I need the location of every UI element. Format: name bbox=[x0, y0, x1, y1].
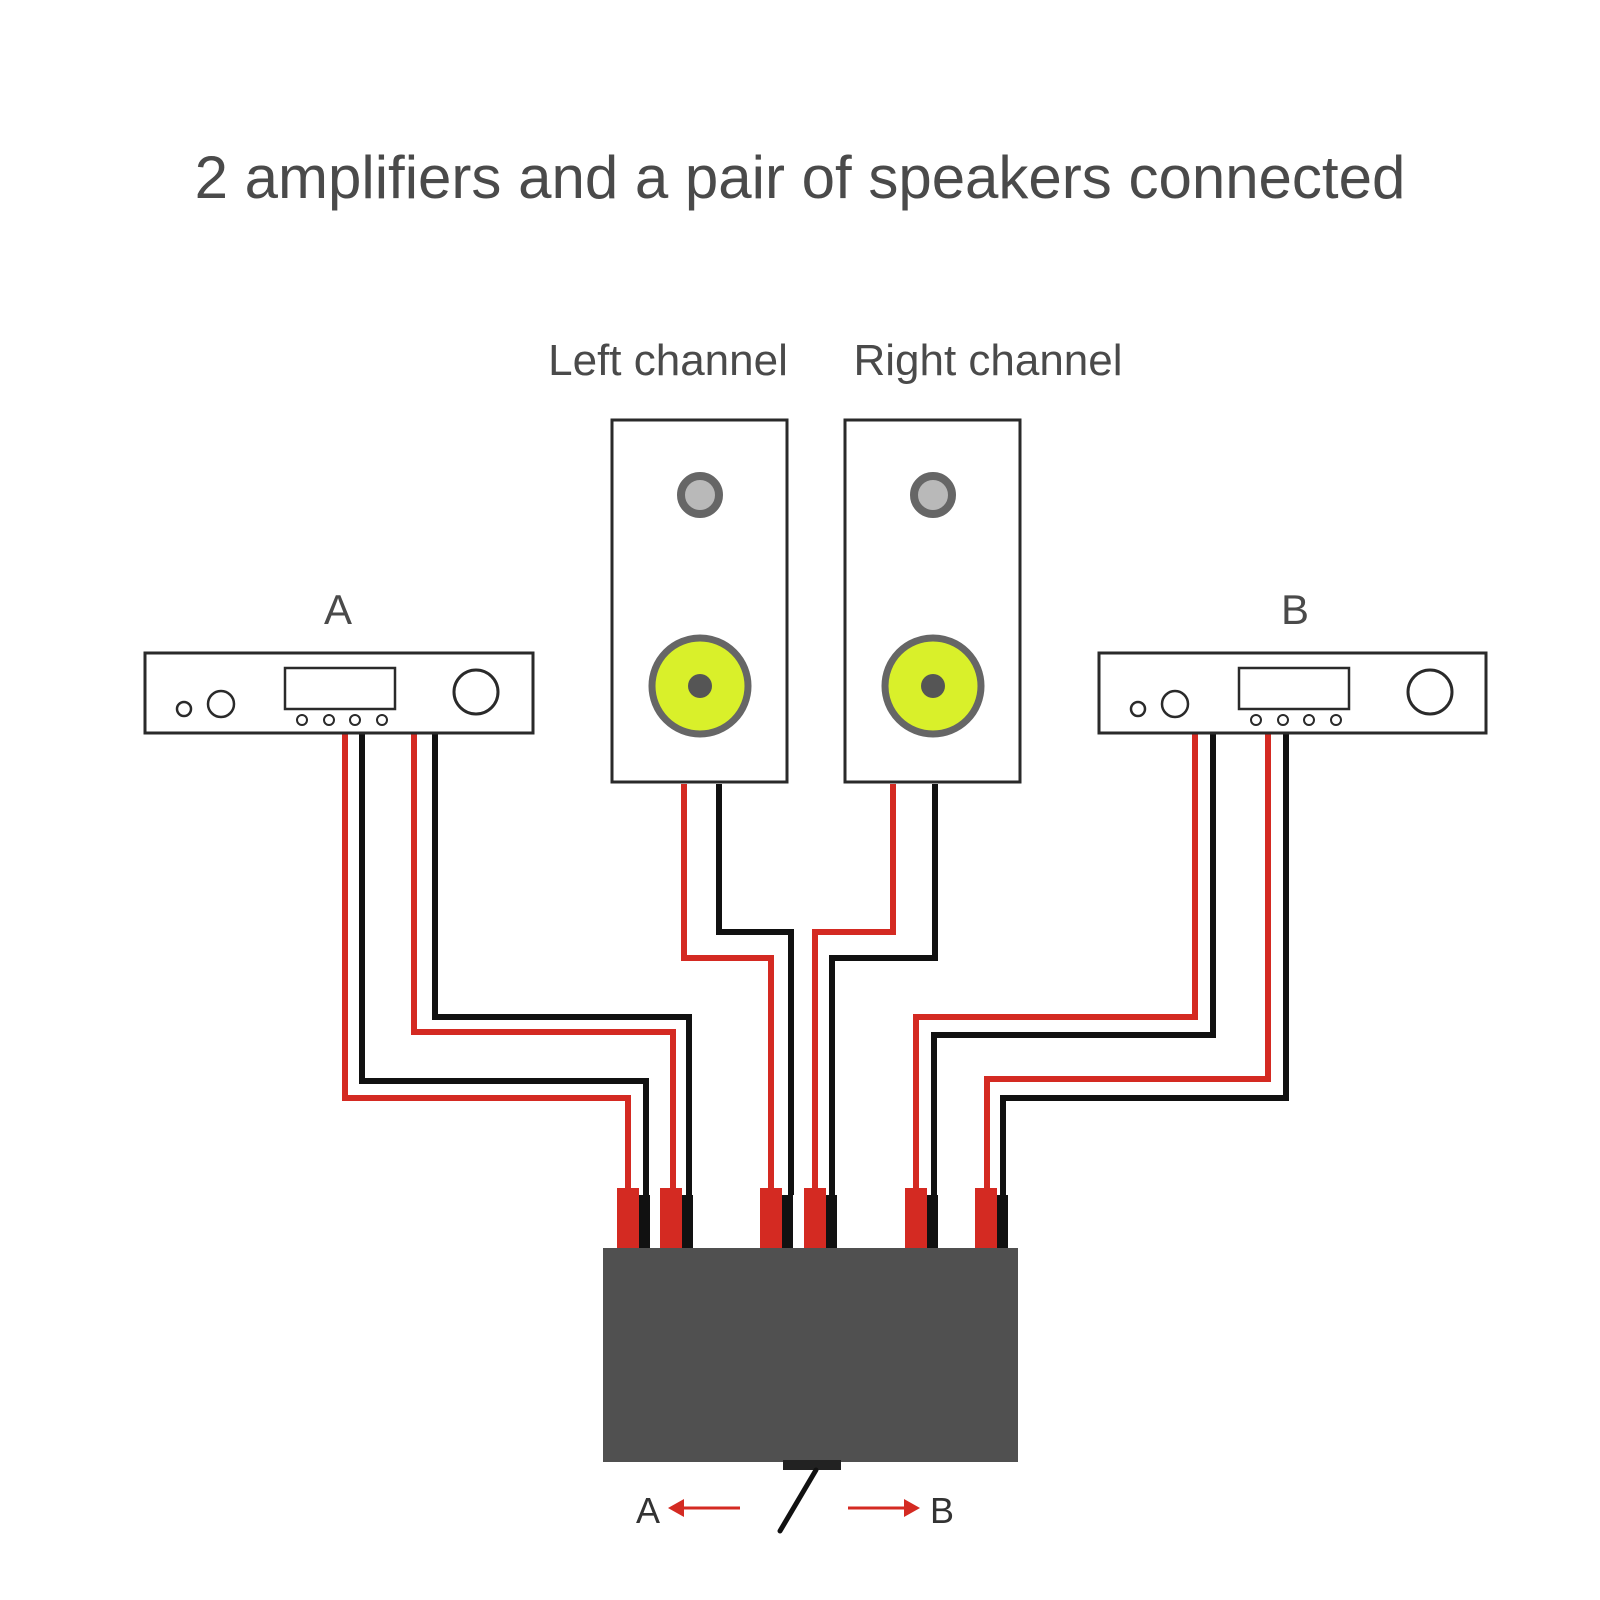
left-channel-label: Left channel bbox=[548, 336, 788, 385]
lever-handle bbox=[777, 1467, 819, 1534]
amplifier-b-button bbox=[1277, 714, 1289, 726]
amplifier-b-volume-knob bbox=[1406, 668, 1454, 716]
lever-base bbox=[783, 1460, 841, 1470]
left-speaker-tweeter bbox=[677, 472, 723, 518]
selector-switch-box bbox=[603, 1248, 1018, 1462]
amplifier-b-display bbox=[1237, 666, 1351, 711]
arrow-a-label: A bbox=[636, 1490, 660, 1531]
plug-positive bbox=[660, 1188, 682, 1250]
amplifier-a-button bbox=[323, 714, 335, 726]
plug-positive bbox=[760, 1188, 782, 1250]
amplifier-a-button bbox=[349, 714, 361, 726]
plug-negative bbox=[997, 1195, 1008, 1250]
plug-negative bbox=[682, 1195, 693, 1250]
selector-switch-lever bbox=[777, 1460, 841, 1534]
plug-negative bbox=[639, 1195, 650, 1250]
plug-negative bbox=[927, 1195, 938, 1250]
right-speaker-woofer-center bbox=[921, 674, 945, 698]
plug-positive bbox=[804, 1188, 826, 1250]
arrow-b-label: B bbox=[930, 1490, 954, 1531]
left-speaker bbox=[610, 418, 789, 784]
amplifier-a-knob bbox=[206, 689, 236, 719]
plug-positive bbox=[905, 1188, 927, 1250]
wire-amp-a-2-positive bbox=[411, 733, 676, 1195]
plug-positive bbox=[975, 1188, 997, 1250]
right-channel-label: Right channel bbox=[853, 336, 1122, 385]
amplifier-b-label: B bbox=[1281, 586, 1309, 633]
wire-amp-a-1-positive bbox=[342, 733, 631, 1195]
amplifier-b bbox=[1097, 651, 1488, 735]
amplifier-a-button bbox=[296, 714, 308, 726]
plug-positive bbox=[617, 1188, 639, 1250]
wire-amp-a-1-negative bbox=[359, 733, 649, 1195]
wire-amp-a-2-negative bbox=[432, 733, 692, 1195]
wire-right-speaker-positive bbox=[812, 784, 896, 1195]
wire-amp-b-2-negative bbox=[1000, 733, 1289, 1195]
amplifier-b-button bbox=[1250, 714, 1262, 726]
amplifier-b-knob bbox=[1160, 689, 1190, 719]
amplifier-b-button bbox=[1330, 714, 1342, 726]
wires bbox=[342, 733, 1289, 1195]
amplifier-a bbox=[143, 651, 535, 735]
plug-negative bbox=[826, 1195, 837, 1250]
amplifier-a-volume-knob bbox=[452, 668, 500, 716]
amplifier-a-label: A bbox=[324, 586, 352, 633]
right-speaker bbox=[843, 418, 1022, 784]
connector-plugs bbox=[617, 1188, 1008, 1250]
arrow-right-icon bbox=[848, 1499, 920, 1517]
wire-left-speaker-positive bbox=[681, 784, 774, 1195]
amplifier-b-button bbox=[1303, 714, 1315, 726]
wire-amp-b-2-positive bbox=[984, 733, 1271, 1195]
amplifier-a-small-knob bbox=[175, 700, 193, 718]
right-speaker-tweeter bbox=[910, 472, 956, 518]
amplifier-b-small-knob bbox=[1129, 700, 1147, 718]
amplifier-a-button bbox=[376, 714, 388, 726]
wire-right-speaker-negative bbox=[829, 784, 938, 1195]
arrow-left-icon bbox=[668, 1499, 740, 1517]
left-speaker-woofer-center bbox=[688, 674, 712, 698]
wire-left-speaker-negative bbox=[716, 784, 794, 1195]
plug-negative bbox=[782, 1195, 793, 1250]
amplifier-a-display bbox=[283, 666, 397, 711]
wire-amp-b-1-negative bbox=[931, 733, 1216, 1195]
wire-amp-b-1-positive bbox=[913, 733, 1198, 1195]
diagram-title: 2 amplifiers and a pair of speakers conn… bbox=[195, 144, 1406, 211]
